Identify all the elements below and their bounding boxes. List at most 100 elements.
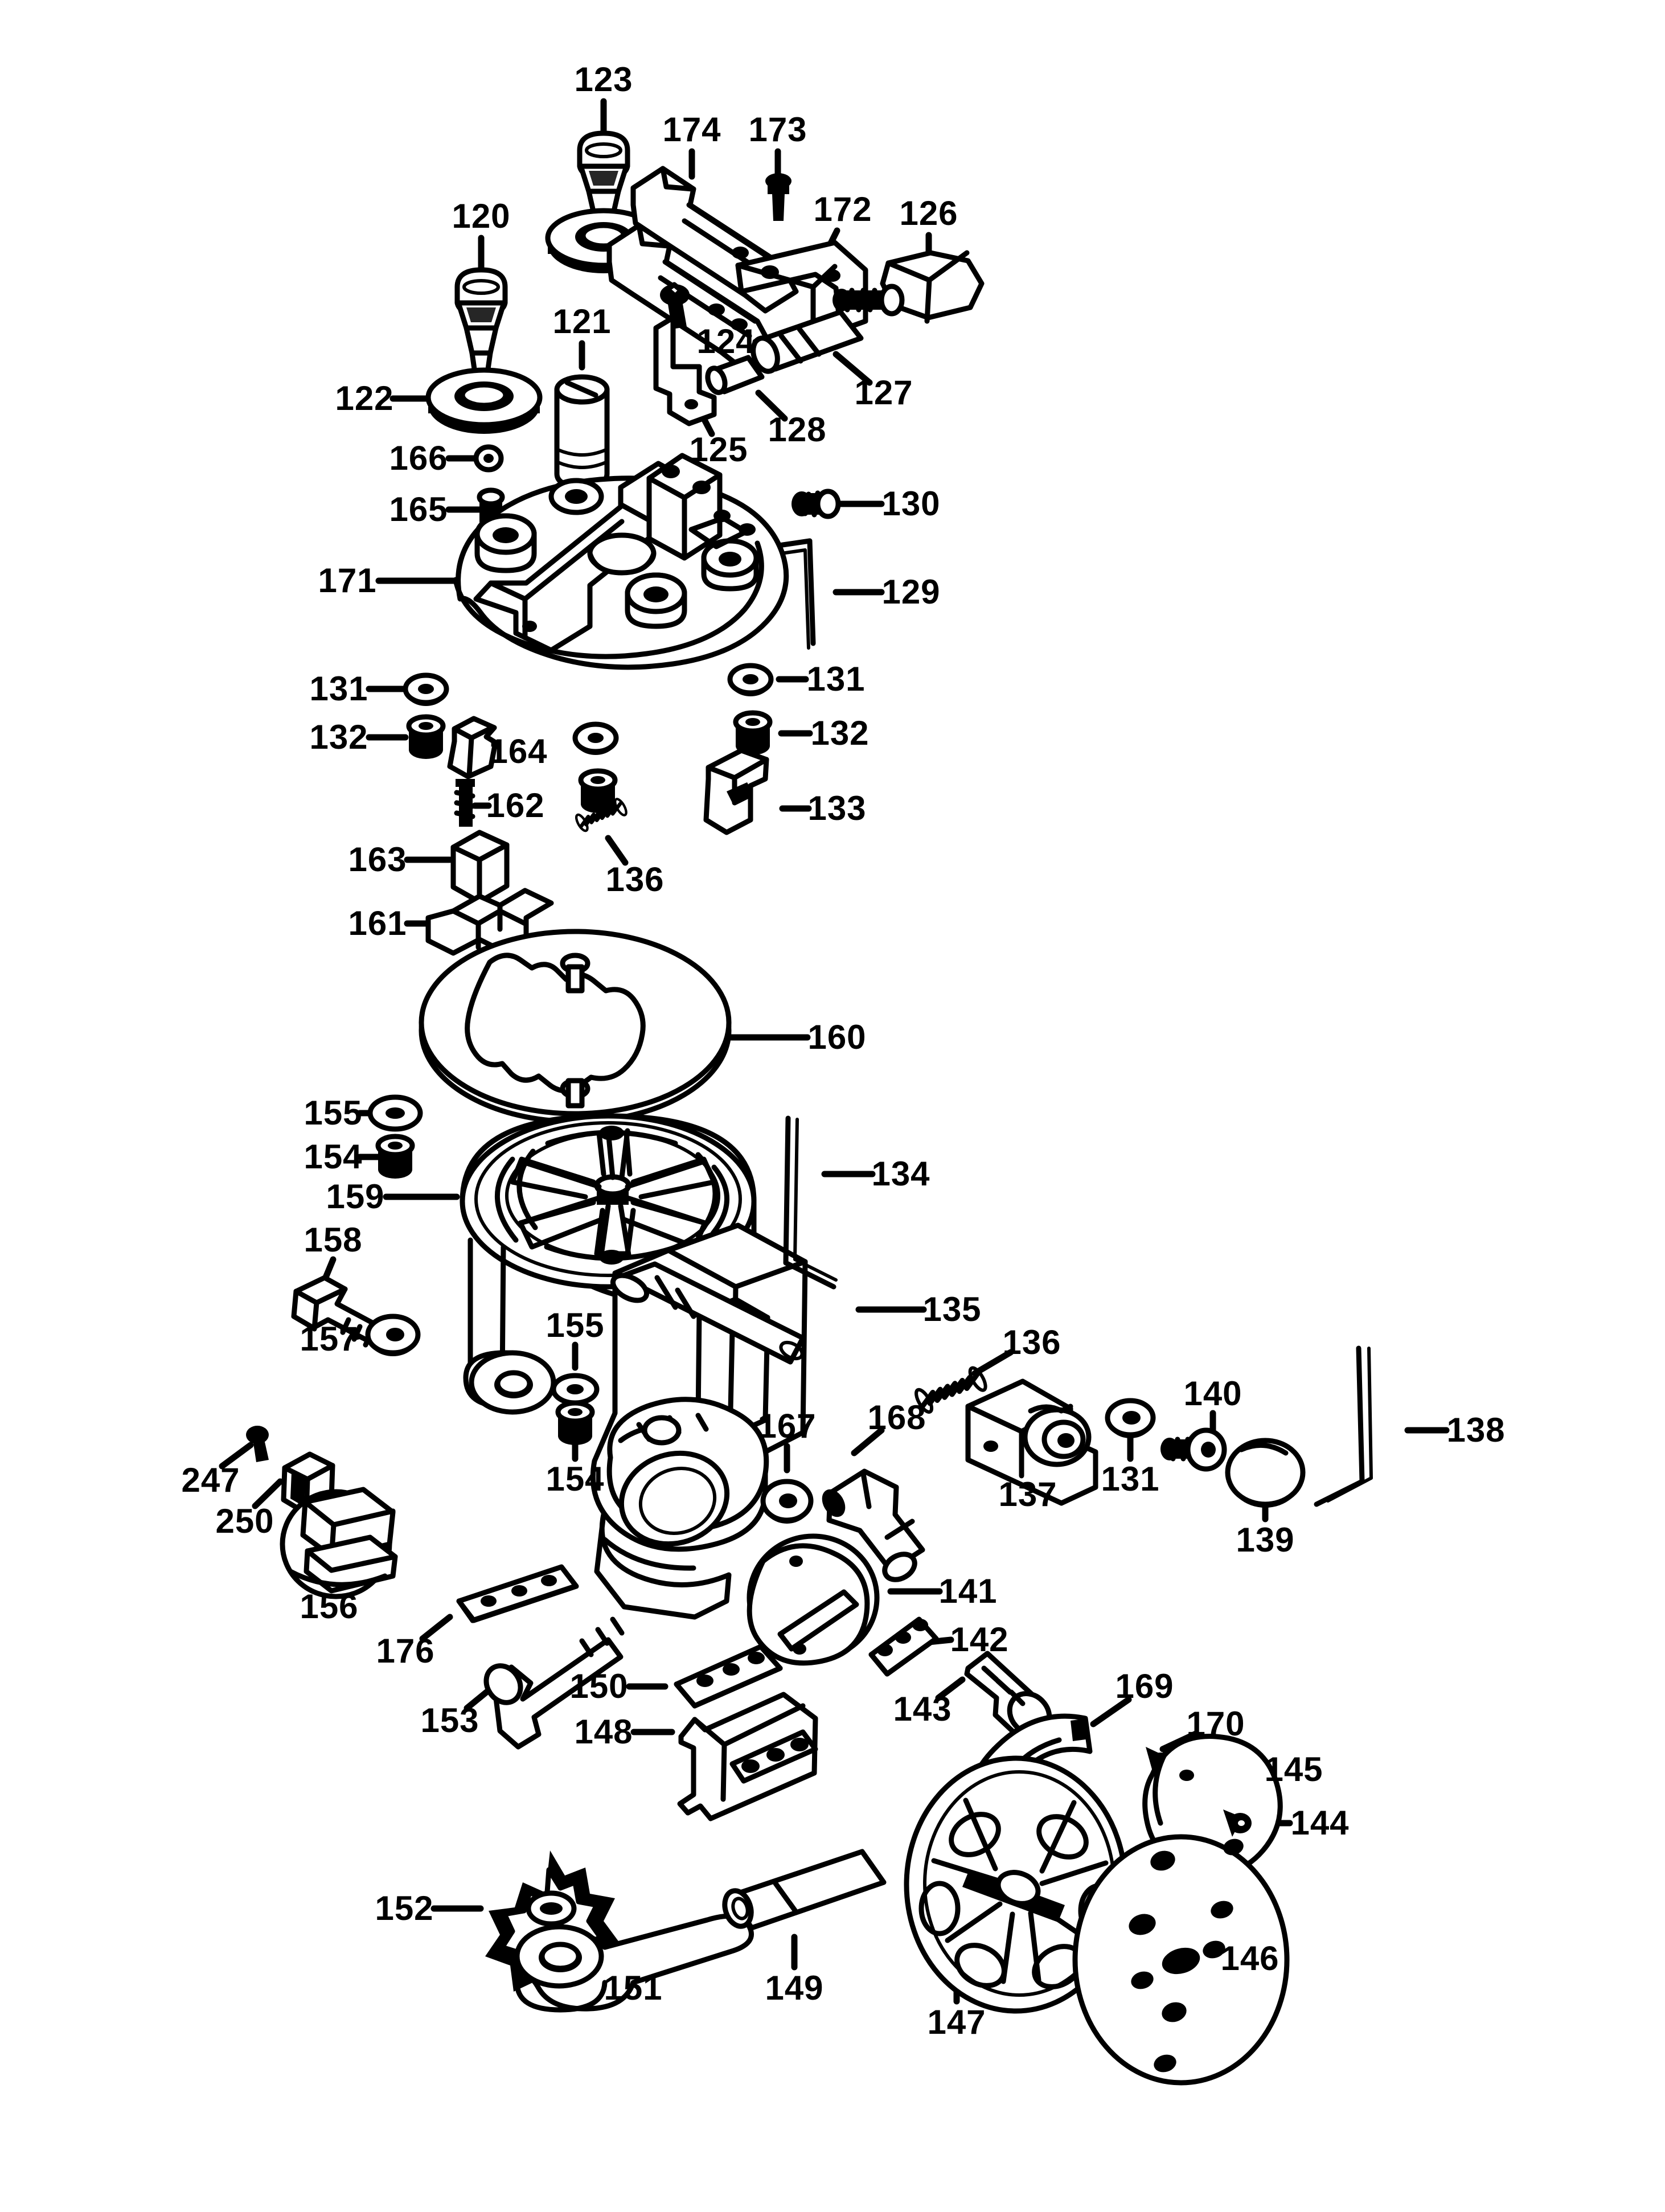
part-147-spoked-base bbox=[904, 1755, 1128, 2014]
callout-number-133: 133 bbox=[807, 789, 867, 827]
callout-number-134: 134 bbox=[871, 1155, 930, 1193]
part-171-top-housing bbox=[453, 453, 789, 670]
callout-number-159: 159 bbox=[326, 1177, 385, 1216]
callout-number-176: 176 bbox=[376, 1632, 435, 1670]
callout-number-136: 136 bbox=[605, 860, 665, 898]
part-126-lever bbox=[832, 250, 985, 324]
callout-number-130: 130 bbox=[881, 485, 941, 523]
callout-number-153: 153 bbox=[420, 1701, 479, 1739]
callout-number-131: 131 bbox=[806, 660, 866, 698]
part-154-nut-upper bbox=[378, 1135, 412, 1179]
callout-number-169: 169 bbox=[1115, 1667, 1174, 1705]
part-160-gasket-ring bbox=[419, 929, 732, 1125]
callout-number-250: 250 bbox=[215, 1502, 274, 1540]
callout-number-150: 150 bbox=[569, 1667, 629, 1705]
callout-number-143: 143 bbox=[893, 1690, 952, 1728]
part-138-hex-key bbox=[1314, 1345, 1373, 1507]
part-141-cap bbox=[747, 1533, 880, 1666]
part-139-cap bbox=[1225, 1438, 1306, 1508]
part-155-washer-mid2 bbox=[551, 1373, 600, 1406]
part-146-drilled-plate bbox=[1072, 1834, 1290, 2086]
part-159-main-body bbox=[460, 1113, 808, 1620]
part-157-washer bbox=[365, 1314, 421, 1356]
callout-number-120: 120 bbox=[452, 197, 511, 235]
callout-number-247: 247 bbox=[181, 1461, 240, 1499]
callout-number-170: 170 bbox=[1186, 1705, 1245, 1743]
part-137-housing-block bbox=[965, 1378, 1098, 1506]
part-131-washer-right bbox=[730, 666, 771, 696]
part-163-block bbox=[450, 830, 510, 905]
callout-number-162: 162 bbox=[486, 786, 545, 824]
part-247-screw bbox=[246, 1426, 269, 1462]
callout-number-149: 149 bbox=[765, 1969, 824, 2007]
callout-number-123: 123 bbox=[574, 60, 633, 99]
callout-number-148: 148 bbox=[574, 1713, 633, 1751]
callout-number-131: 131 bbox=[1101, 1460, 1160, 1498]
callout-number-139: 139 bbox=[1236, 1521, 1295, 1559]
part-155-washer-upper bbox=[370, 1097, 420, 1129]
part-154-nut-middle bbox=[558, 1402, 592, 1445]
callout-number-122: 122 bbox=[335, 379, 394, 417]
callout-number-137: 137 bbox=[998, 1475, 1057, 1513]
callout-number-127: 127 bbox=[854, 374, 913, 412]
part-167-washer bbox=[760, 1479, 814, 1524]
callout-number-155: 155 bbox=[546, 1306, 605, 1344]
part-125-clip bbox=[653, 315, 717, 426]
callout-number-129: 129 bbox=[881, 573, 941, 611]
callout-number-132: 132 bbox=[309, 718, 368, 756]
callout-number-173: 173 bbox=[748, 110, 807, 149]
part-128-bushing bbox=[705, 355, 765, 395]
callout-number-164: 164 bbox=[489, 732, 548, 770]
part-135-pin bbox=[610, 1261, 806, 1365]
callout-number-132: 132 bbox=[810, 714, 870, 752]
callout-number-167: 167 bbox=[757, 1407, 817, 1445]
part-164-washer bbox=[575, 724, 616, 755]
part-140-bolt bbox=[1160, 1427, 1227, 1472]
callout-number-155: 155 bbox=[304, 1094, 363, 1132]
part-150-plate bbox=[674, 1644, 783, 1709]
part-122-grommet bbox=[425, 367, 543, 434]
part-130-bushing bbox=[792, 489, 841, 519]
callout-number-158: 158 bbox=[304, 1221, 363, 1259]
part-132-nut-left bbox=[409, 716, 443, 759]
callout-number-154: 154 bbox=[304, 1138, 363, 1176]
callout-number-135: 135 bbox=[922, 1290, 982, 1328]
callout-number-144: 144 bbox=[1290, 1804, 1350, 1842]
part-166-bushing bbox=[473, 444, 504, 473]
callout-number-126: 126 bbox=[899, 194, 958, 232]
callout-number-174: 174 bbox=[662, 110, 721, 149]
part-148-block bbox=[677, 1692, 818, 1821]
part-153-long-screw bbox=[483, 1616, 625, 1750]
callout-number-160: 160 bbox=[807, 1018, 867, 1056]
callout-number-146: 146 bbox=[1220, 1939, 1279, 1977]
part-149-sleeve bbox=[722, 1849, 887, 1931]
part-127-sleeve bbox=[751, 309, 864, 374]
part-131-washer-left bbox=[405, 675, 446, 706]
callout-number-141: 141 bbox=[938, 1572, 998, 1610]
callout-number-142: 142 bbox=[950, 1620, 1009, 1659]
part-134-hex-key bbox=[783, 1115, 838, 1290]
callout-number-136: 136 bbox=[1002, 1323, 1061, 1361]
callout-number-124: 124 bbox=[696, 322, 756, 360]
callout-number-140: 140 bbox=[1183, 1374, 1242, 1413]
part-121-sleeve bbox=[554, 374, 610, 489]
callout-number-165: 165 bbox=[389, 490, 448, 528]
callout-number-154: 154 bbox=[546, 1460, 605, 1498]
callout-number-156: 156 bbox=[300, 1587, 359, 1626]
part-151-lever-handle bbox=[514, 1913, 754, 2013]
callout-number-152: 152 bbox=[375, 1889, 434, 1927]
callout-number-128: 128 bbox=[768, 411, 827, 449]
part-144-screw bbox=[1223, 1809, 1252, 1837]
callout-number-145: 145 bbox=[1264, 1750, 1323, 1788]
part-176-flat-bar bbox=[456, 1564, 579, 1623]
callout-number-166: 166 bbox=[389, 439, 448, 477]
callout-number-163: 163 bbox=[348, 840, 407, 879]
callout-number-138: 138 bbox=[1446, 1411, 1506, 1449]
part-168-elbow bbox=[822, 1468, 925, 1582]
callout-number-151: 151 bbox=[604, 1969, 663, 2007]
callout-number-121: 121 bbox=[552, 302, 612, 340]
part-164-clip bbox=[447, 716, 498, 779]
callout-number-168: 168 bbox=[867, 1398, 926, 1437]
